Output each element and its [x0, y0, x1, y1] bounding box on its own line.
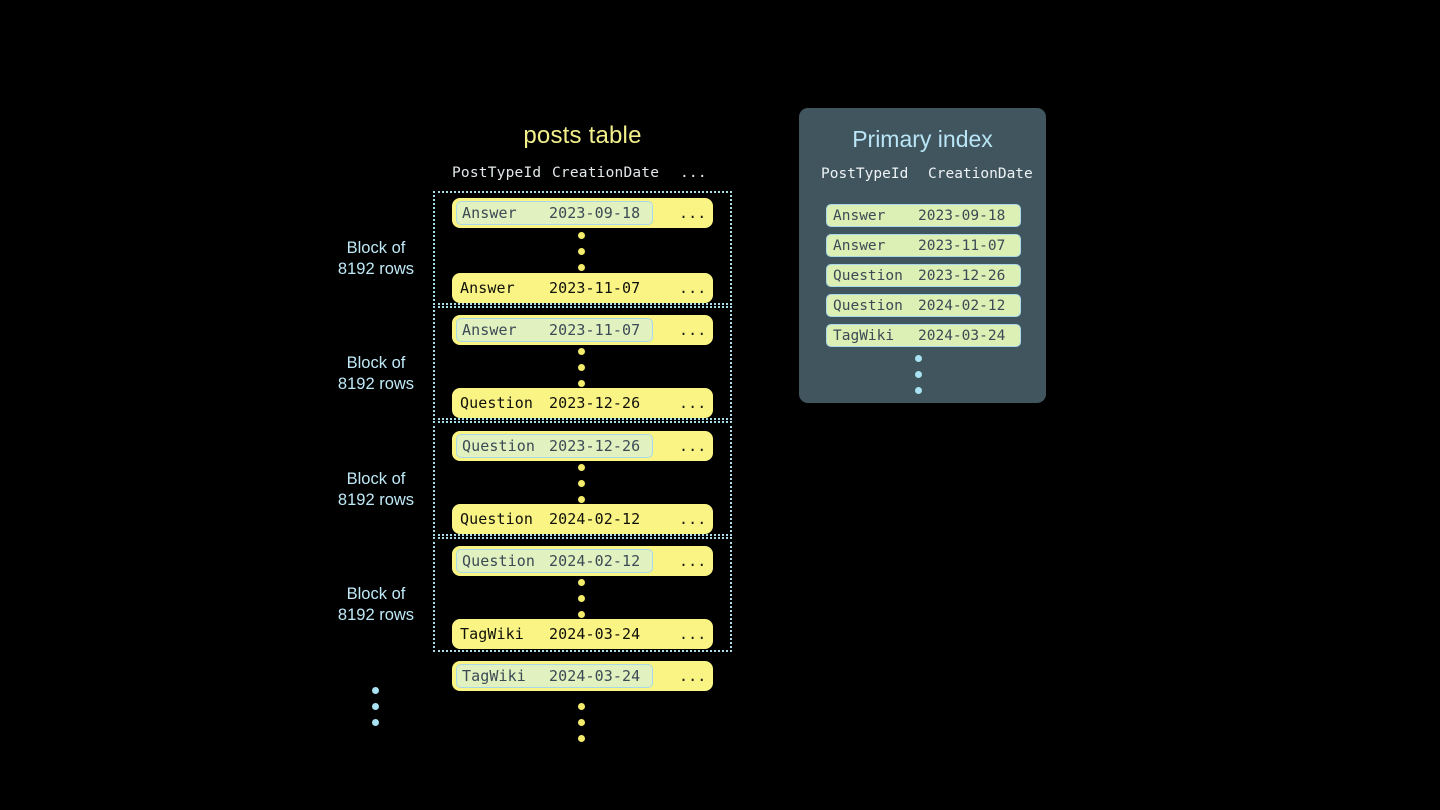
cell-posttypeid: Answer [460, 279, 515, 297]
cell-creationdate: 2023-11-07 [549, 279, 641, 297]
index-cell-creationdate: 2023-11-07 [918, 237, 1006, 254]
cell-more: ... [679, 321, 707, 339]
block-1-label-line2: 8192 rows [337, 260, 415, 278]
row-highlight-chip [456, 434, 653, 458]
table-row[interactable]: TagWiki 2024-03-24 ... [452, 619, 713, 649]
index-entry[interactable]: Question 2023-12-26 [826, 264, 1021, 287]
cell-more: ... [679, 552, 707, 570]
index-cell-creationdate: 2024-02-12 [918, 297, 1006, 314]
cell-more: ... [679, 625, 707, 643]
row-ellipsis-icon [578, 232, 586, 280]
block-1 [433, 191, 732, 305]
row-highlight-chip [456, 318, 653, 342]
block-2 [433, 306, 732, 420]
index-column-header-posttypeid: PostTypeId [821, 166, 909, 182]
cell-posttypeid: Question [462, 552, 536, 570]
cell-more: ... [679, 279, 707, 297]
cell-posttypeid: TagWiki [462, 667, 526, 685]
table-row[interactable]: Answer 2023-11-07 ... [452, 273, 713, 303]
block-3-label-line1: Block of [346, 470, 406, 488]
posts-table-column-headers: PostTypeId CreationDate ... [452, 165, 714, 187]
index-cell-posttypeid: Answer [833, 207, 886, 224]
block-4-label-line1: Block of [346, 585, 406, 603]
cell-creationdate: 2023-11-07 [549, 321, 641, 339]
cell-posttypeid: Question [462, 437, 536, 455]
posts-table-title: posts table [523, 122, 642, 149]
row-highlight-chip [456, 201, 653, 225]
index-cell-posttypeid: Question [833, 267, 903, 284]
cell-more: ... [679, 204, 707, 222]
block-4-label: Block of 8192 rows [301, 584, 451, 626]
block-2-label: Block of 8192 rows [301, 353, 451, 395]
index-ellipsis-icon [915, 355, 923, 403]
table-row[interactable]: Question 2023-12-26 ... [452, 388, 713, 418]
cell-creationdate: 2024-03-24 [549, 625, 641, 643]
block-2-label-line1: Block of [346, 354, 406, 372]
index-cell-creationdate: 2023-09-18 [918, 207, 1006, 224]
primary-index-column-headers: PostTypeId CreationDate [821, 166, 1033, 188]
cell-posttypeid: Question [460, 394, 534, 412]
block-4-label-line2: 8192 rows [337, 606, 415, 624]
cell-posttypeid: Answer [462, 321, 517, 339]
cell-posttypeid: TagWiki [460, 625, 524, 643]
row-highlight-chip [456, 549, 653, 573]
index-entry[interactable]: Answer 2023-11-07 [826, 234, 1021, 257]
row-highlight-chip [456, 664, 653, 688]
index-column-header-creationdate: CreationDate [928, 166, 1033, 182]
block-3 [433, 421, 732, 536]
index-cell-posttypeid: Question [833, 297, 903, 314]
table-row-trailing[interactable]: TagWiki 2024-03-24 ... [452, 661, 713, 691]
table-row[interactable]: Question 2024-02-12 ... [452, 504, 713, 534]
table-row[interactable]: Answer 2023-09-18 ... [452, 198, 713, 228]
cell-more: ... [679, 667, 707, 685]
primary-index-panel: Primary index PostTypeId CreationDate An… [799, 108, 1046, 403]
index-cell-creationdate: 2024-03-24 [918, 327, 1006, 344]
blocks-ellipsis-icon [372, 687, 380, 735]
index-cell-posttypeid: Answer [833, 237, 886, 254]
block-3-label-line2: 8192 rows [337, 491, 415, 509]
block-4 [433, 537, 732, 652]
cell-creationdate: 2024-02-12 [549, 552, 641, 570]
block-2-label-line2: 8192 rows [337, 375, 415, 393]
block-1-label-line1: Block of [346, 239, 406, 257]
column-header-creationdate: CreationDate [552, 165, 660, 181]
index-cell-posttypeid: TagWiki [833, 327, 895, 344]
table-row[interactable]: Question 2024-02-12 ... [452, 546, 713, 576]
cell-creationdate: 2024-03-24 [549, 667, 641, 685]
cell-more: ... [679, 510, 707, 528]
table-row[interactable]: Answer 2023-11-07 ... [452, 315, 713, 345]
index-cell-creationdate: 2023-12-26 [918, 267, 1006, 284]
primary-index-title: Primary index [852, 126, 993, 152]
cell-creationdate: 2023-09-18 [549, 204, 641, 222]
cell-creationdate: 2024-02-12 [549, 510, 641, 528]
index-entry[interactable]: TagWiki 2024-03-24 [826, 324, 1021, 347]
column-header-more: ... [680, 165, 707, 181]
cell-more: ... [679, 394, 707, 412]
column-header-posttypeid: PostTypeId [452, 165, 542, 181]
index-entry[interactable]: Question 2024-02-12 [826, 294, 1021, 317]
cell-posttypeid: Answer [462, 204, 517, 222]
cell-creationdate: 2023-12-26 [549, 394, 641, 412]
cell-creationdate: 2023-12-26 [549, 437, 641, 455]
cell-posttypeid: Question [460, 510, 534, 528]
table-row[interactable]: Question 2023-12-26 ... [452, 431, 713, 461]
block-1-label: Block of 8192 rows [301, 238, 451, 280]
row-ellipsis-icon [578, 579, 586, 627]
table-ellipsis-icon [578, 703, 586, 751]
block-3-label: Block of 8192 rows [301, 469, 451, 511]
row-ellipsis-icon [578, 464, 586, 512]
row-ellipsis-icon [578, 348, 586, 396]
index-entry[interactable]: Answer 2023-09-18 [826, 204, 1021, 227]
cell-more: ... [679, 437, 707, 455]
